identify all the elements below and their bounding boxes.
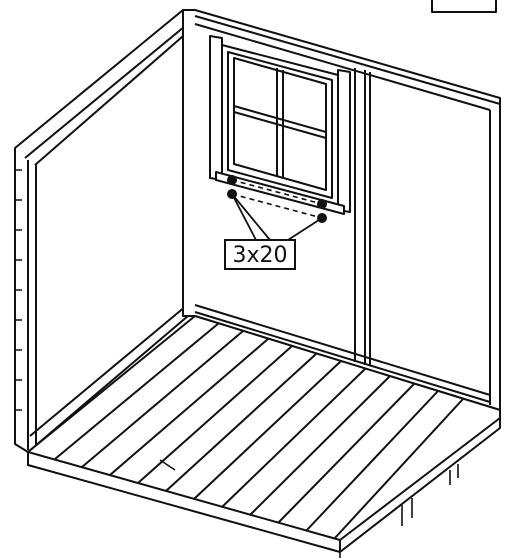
corner-frame-box [431,0,497,13]
screw-guides [231,179,323,219]
screw-marker-bottom-left [227,189,237,199]
callout-box [224,239,296,270]
floor-deck [27,315,501,553]
floor-joists [339,464,459,558]
callout-leaders [231,193,323,241]
screw-markers [227,175,327,223]
callout-label: 3x20 [232,243,287,268]
screw-marker-bottom-right [317,213,327,223]
screw-marker-top-left [227,175,237,185]
screw-marker-top-right [317,199,327,209]
left-post-studs [15,169,22,411]
center-stud [354,68,371,366]
